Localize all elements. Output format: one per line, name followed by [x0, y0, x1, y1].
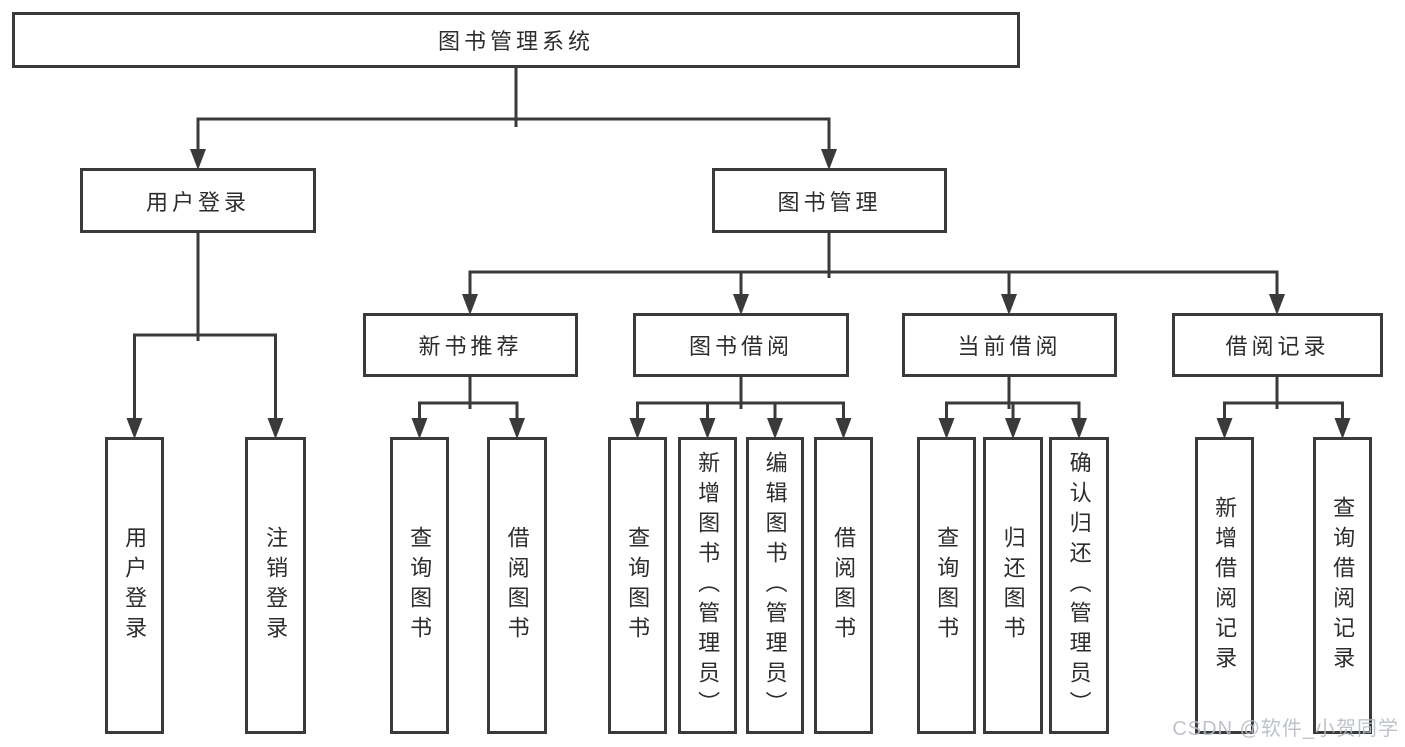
leaf-borrow-books-recommend-label: 借阅图书 [504, 525, 530, 646]
leaf-borrow-books-borrow: 借阅图书 [814, 437, 873, 734]
leaf-return-book-label: 归还图书 [1000, 525, 1026, 646]
edge-new-book-recommend-children [418, 377, 519, 435]
node-current-borrow: 当前借阅 [902, 313, 1117, 377]
edge-borrow-records-children [1223, 377, 1344, 435]
node-book-borrow: 图书借阅 [633, 313, 849, 377]
arrowheads [126, 149, 1351, 439]
edge-user-login-children [133, 233, 277, 435]
leaf-query-borrow-record: 查询借阅记录 [1313, 437, 1372, 734]
leaf-query-books-current: 查询图书 [917, 437, 976, 734]
leaf-borrow-books-recommend: 借阅图书 [487, 437, 547, 734]
node-book-management: 图书管理 [712, 168, 947, 233]
leaf-add-book-admin: 新增图书（管理员） [678, 437, 737, 734]
leaf-add-borrow-record: 新增借阅记录 [1195, 437, 1254, 734]
leaf-add-book-admin-label: 新增图书（管理员） [695, 450, 721, 721]
node-new-book-recommend-label: 新书推荐 [418, 334, 523, 359]
leaf-user-login-label: 用户登录 [122, 525, 148, 646]
node-new-book-recommend: 新书推荐 [363, 313, 578, 377]
node-root-label: 图书管理系统 [437, 29, 594, 54]
leaf-borrow-books-borrow-label: 借阅图书 [831, 525, 857, 646]
leaf-query-books-recommend-label: 查询图书 [407, 525, 433, 646]
node-borrow-records: 借阅记录 [1172, 313, 1383, 377]
node-user-login: 用户登录 [80, 168, 316, 233]
leaf-edit-book-admin: 编辑图书（管理员） [746, 437, 804, 734]
node-book-borrow-label: 图书借阅 [688, 334, 793, 359]
node-book-management-label: 图书管理 [777, 189, 882, 215]
node-borrow-records-label: 借阅记录 [1225, 334, 1330, 359]
leaf-edit-book-admin-label: 编辑图书（管理员） [762, 450, 788, 721]
edge-book-management-children [468, 233, 1279, 311]
node-current-borrow-label: 当前借阅 [957, 334, 1062, 359]
csdn-watermark: CSDN @软件_小贺同学 [1172, 718, 1399, 740]
edge-root-to-level2 [196, 68, 831, 166]
leaf-logout-label: 注销登录 [263, 525, 289, 646]
leaf-return-book: 归还图书 [983, 437, 1043, 734]
node-root-system: 图书管理系统 [12, 12, 1020, 68]
leaf-query-books-current-label: 查询图书 [934, 525, 960, 646]
leaf-query-books-borrow-label: 查询图书 [625, 525, 651, 646]
leaf-confirm-return-admin: 确认归还（管理员） [1049, 437, 1109, 734]
leaf-user-login: 用户登录 [105, 437, 164, 734]
node-user-login-label: 用户登录 [145, 189, 250, 215]
leaf-logout: 注销登录 [245, 437, 306, 734]
leaf-query-books-borrow: 查询图书 [608, 437, 667, 734]
leaf-query-books-recommend: 查询图书 [390, 437, 449, 734]
leaf-query-borrow-record-label: 查询借阅记录 [1330, 495, 1356, 676]
leaf-add-borrow-record-label: 新增借阅记录 [1212, 495, 1238, 676]
edge-book-borrow-children [636, 377, 845, 435]
leaf-confirm-return-admin-label: 确认归还（管理员） [1066, 450, 1092, 721]
